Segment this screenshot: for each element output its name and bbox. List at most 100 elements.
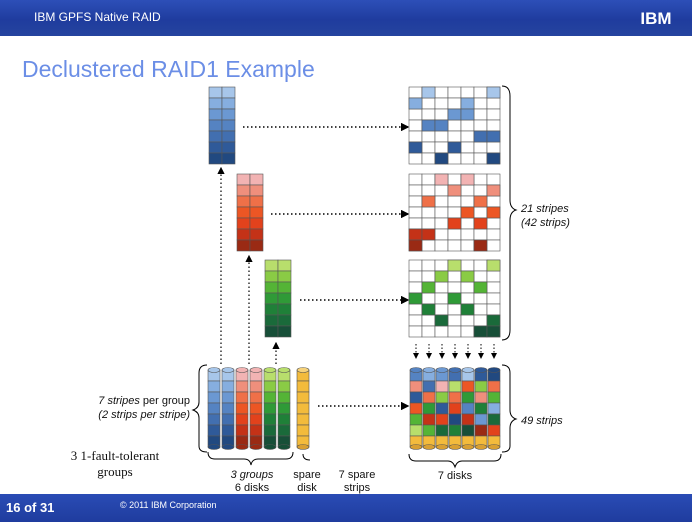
group-blue-strip <box>221 119 236 132</box>
grid-green-cell <box>447 270 462 283</box>
disk-strip <box>474 402 488 415</box>
grid-blue-cell <box>408 119 423 132</box>
grid-red-cell <box>460 228 475 241</box>
disk-strip <box>435 391 449 404</box>
disk-cylinder-top <box>422 367 436 373</box>
cylinder-red-strip <box>235 391 249 404</box>
cylinder-red-strip <box>249 380 263 393</box>
disk-strip <box>409 380 423 393</box>
group-blue-strip <box>208 86 223 99</box>
grid-green-cell-filled <box>473 325 488 338</box>
grid-blue-cell <box>473 97 488 110</box>
grid-red-cell-filled <box>447 184 462 197</box>
disk-cylinder-bottom <box>474 444 488 450</box>
grid-blue-cell <box>473 86 488 99</box>
grid-red-cell <box>434 184 449 197</box>
grid-green-cell <box>408 303 423 316</box>
brace-stripes-per-group <box>191 364 208 453</box>
grid-red-cell <box>421 206 436 219</box>
grid-green-cell-filled <box>460 303 475 316</box>
grid-green-cell-filled <box>486 314 501 327</box>
disk-cylinder-bottom <box>409 444 423 450</box>
disk-strip <box>435 424 449 437</box>
group-red-strip <box>249 184 264 197</box>
cylinder-green-top <box>263 367 277 373</box>
disk-cylinder-bottom <box>422 444 436 450</box>
grid-green-cell <box>434 259 449 272</box>
grid-green-cell <box>486 292 501 305</box>
cylinder-blue-strip <box>221 413 235 426</box>
group-green-strip <box>264 281 279 294</box>
group-blue-strip <box>208 152 223 165</box>
disk-strip <box>461 402 475 415</box>
group-green-strip <box>277 281 292 294</box>
grid-red-cell <box>460 184 475 197</box>
cylinder-red-bottom <box>249 444 263 450</box>
disk-strip <box>487 391 501 404</box>
grid-green-cell-filled <box>434 270 449 283</box>
grid-red-cell <box>408 184 423 197</box>
grid-blue-cell <box>421 130 436 143</box>
grid-green-cell <box>421 270 436 283</box>
disk-strip <box>409 413 423 426</box>
grid-red-cell <box>434 228 449 241</box>
cylinder-red-strip <box>235 402 249 415</box>
grid-red-cell <box>421 239 436 252</box>
disk-strip <box>422 424 436 437</box>
grid-blue-cell <box>486 97 501 110</box>
page-number: 16 of 31 <box>6 500 55 515</box>
grid-blue-cell <box>460 141 475 154</box>
cylinder-green-strip <box>263 391 277 404</box>
group-red-strip <box>249 206 264 219</box>
cylinder-red-strip <box>235 424 249 437</box>
cylinder-spare-bottom <box>296 444 310 450</box>
group-blue-strip <box>208 141 223 154</box>
grid-blue-cell <box>434 97 449 110</box>
label-7-disks: 7 disks <box>438 470 473 482</box>
copyright-text: © 2011 IBM Corporation <box>120 500 217 510</box>
grid-green-cell <box>473 270 488 283</box>
grid-green-cell <box>460 259 475 272</box>
group-blue-strip <box>208 130 223 143</box>
label-42-strips: (42 strips) <box>521 217 570 229</box>
group-blue-strip <box>221 97 236 110</box>
group-red-strip <box>236 228 251 241</box>
grid-green-cell <box>447 281 462 294</box>
cylinder-spare-strip <box>296 402 310 415</box>
grid-red-cell <box>473 173 488 186</box>
cylinder-blue-strip <box>207 424 221 437</box>
disk-strip <box>461 424 475 437</box>
grid-blue-cell <box>447 152 462 165</box>
grid-blue-cell <box>408 152 423 165</box>
grid-red-cell-filled <box>421 195 436 208</box>
grid-red-cell <box>473 228 488 241</box>
group-blue-strip <box>221 141 236 154</box>
group-green-strip <box>264 314 279 327</box>
grid-blue-cell-filled <box>408 97 423 110</box>
label-7-spare: 7 spare <box>339 469 376 481</box>
group-green-strip <box>264 325 279 338</box>
grid-green-cell-filled <box>486 325 501 338</box>
grid-blue-cell-filled <box>447 108 462 121</box>
diagram-static <box>191 85 518 469</box>
group-green-strip <box>264 270 279 283</box>
grid-red-cell-filled <box>421 228 436 241</box>
cylinder-red-strip <box>249 424 263 437</box>
group-red-strip <box>236 217 251 230</box>
grid-green-cell <box>473 303 488 316</box>
grid-green-cell <box>434 292 449 305</box>
cylinder-spare-strip <box>296 380 310 393</box>
brace-7-disks <box>408 453 502 469</box>
grid-red-cell-filled <box>486 206 501 219</box>
cylinder-red-strip <box>235 413 249 426</box>
disk-cylinder-top <box>409 367 423 373</box>
grid-blue-cell-filled <box>460 108 475 121</box>
grid-green-cell <box>408 325 423 338</box>
header-bar: IBM GPFS Native RAID IBM <box>0 0 692 36</box>
grid-blue-cell-filled <box>460 97 475 110</box>
grid-blue-cell-filled <box>421 86 436 99</box>
group-blue-strip <box>208 108 223 121</box>
grid-red-cell-filled <box>434 173 449 186</box>
group-green-strip <box>277 314 292 327</box>
cylinder-red-bottom <box>235 444 249 450</box>
